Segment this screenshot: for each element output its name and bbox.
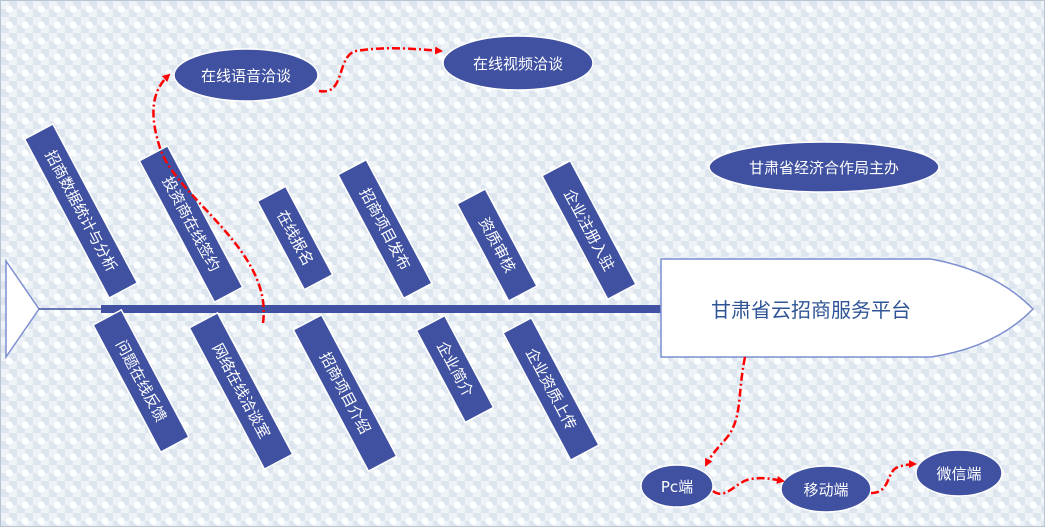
voice-negotiation-label: 在线语音洽谈 <box>201 67 291 85</box>
bottom-bone: 网络在线洽谈室 <box>188 311 294 471</box>
video-negotiation-oval: 在线视频洽谈 <box>442 35 594 91</box>
fish-tail <box>5 258 40 360</box>
mobile-terminal-label: 移动端 <box>803 481 848 499</box>
pc-terminal-label: Pc端 <box>661 478 693 496</box>
pc-terminal-oval: Pc端 <box>640 464 714 508</box>
video-negotiation-label: 在线视频洽谈 <box>473 55 563 73</box>
mobile-terminal-oval: 移动端 <box>780 465 872 513</box>
bottom-bone: 企业简介 <box>415 314 495 424</box>
bottom-bones: 问题在线反馈 网络在线洽谈室 招商项目介绍 企业简介 企业资质上传 <box>92 308 600 473</box>
top-bone: 资质审核 <box>456 187 538 303</box>
top-bones: 招商数据统计与分析 投资商在线签约 在线报名 招商项目发布 资质审核 企业注册入… <box>23 123 638 304</box>
host-label: 甘肃省经济合作局主办 <box>749 159 899 177</box>
wechat-terminal-oval: 微信端 <box>915 449 1003 497</box>
top-bone: 投资商在线签约 <box>138 144 244 304</box>
wechat-terminal-label: 微信端 <box>936 465 981 483</box>
bottom-bone: 招商项目介绍 <box>292 313 398 473</box>
connectors <box>152 46 917 495</box>
connector-voice-to-video <box>318 46 443 93</box>
top-bone: 招商数据统计与分析 <box>23 123 139 299</box>
spine-thick <box>101 305 661 313</box>
fish-head <box>660 258 1035 358</box>
top-bone: 在线报名 <box>256 185 334 291</box>
top-bone-label: 招商数据统计与分析 <box>41 147 120 275</box>
bottom-bone: 问题在线反馈 <box>92 308 190 454</box>
connector-pc-to-mobile <box>712 475 785 495</box>
top-bone: 招商项目发布 <box>336 158 434 300</box>
head-label: 甘肃省云招商服务平台 <box>711 298 911 322</box>
voice-negotiation-oval: 在线语音洽谈 <box>173 48 319 102</box>
top-bone: 企业注册入驻 <box>540 159 638 301</box>
host-oval: 甘肃省经济合作局主办 <box>708 141 940 193</box>
bottom-bone: 企业资质上传 <box>502 316 600 462</box>
connector-head-to-pc <box>704 356 747 467</box>
connector-room-to-voice <box>152 73 265 324</box>
connector-mobile-to-wechat <box>870 460 917 495</box>
